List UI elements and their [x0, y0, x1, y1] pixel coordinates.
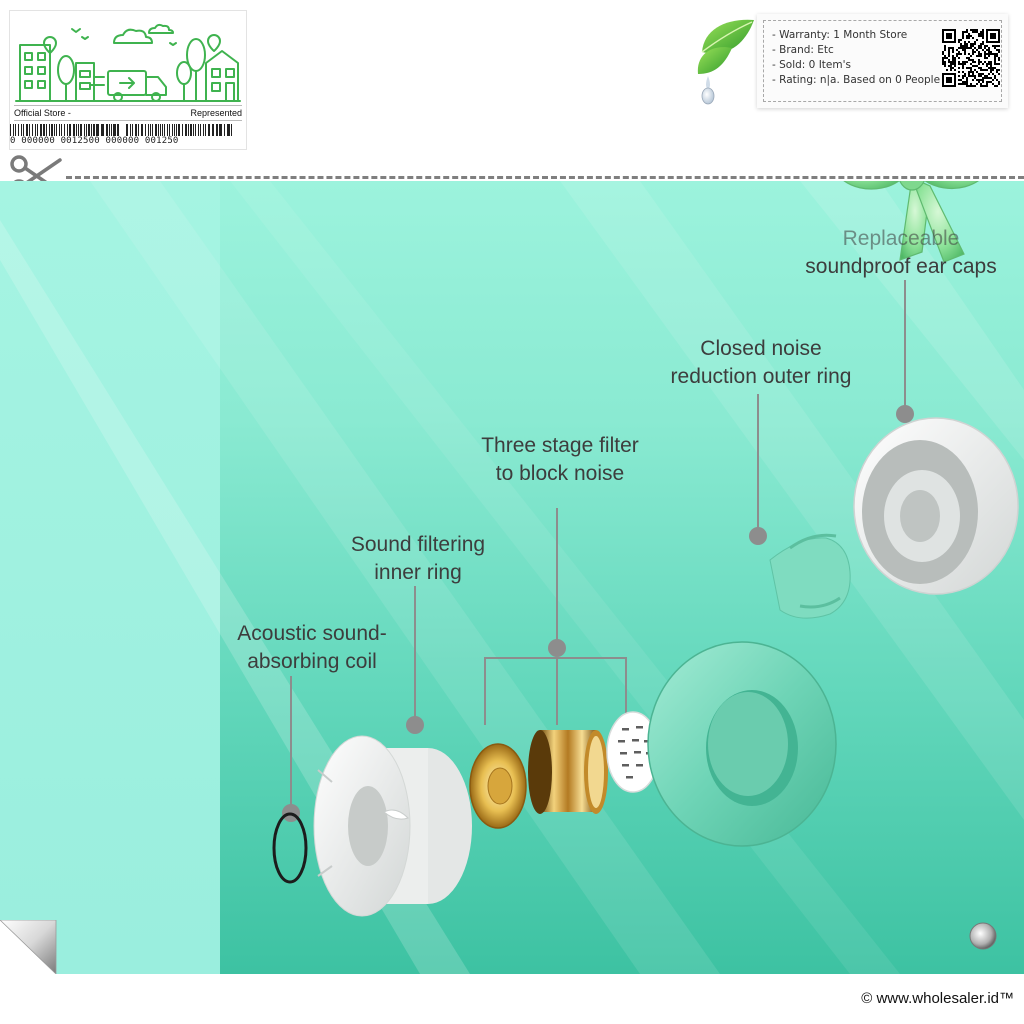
product-info-panel: - Warranty: 1 Month Store - Brand: Etc -…: [757, 14, 1008, 108]
earplug-exploded-diagram: [0, 181, 1024, 974]
copyright-footer: © www.wholesaler.id™: [861, 990, 1014, 1007]
callout-ear-caps-line2: soundproof ear caps: [805, 255, 997, 278]
glass-reflections: [0, 181, 1024, 974]
callout-dots: [282, 405, 914, 822]
represented-label: Represented: [190, 108, 242, 118]
cut-line: [66, 176, 1024, 179]
callout-ear-caps: Replaceable soundproof ear caps: [792, 225, 1010, 281]
leader-lines: [290, 280, 906, 811]
info-panel-border: - Warranty: 1 Month Store - Brand: Etc -…: [763, 20, 1002, 102]
inner-ring: [313, 735, 472, 917]
callout-inner-ring-line2: inner ring: [374, 561, 462, 584]
callout-coil-line1: Acoustic sound-: [237, 622, 387, 645]
barcode-number: 0 000000 0012500 000000 001250: [10, 136, 179, 146]
warranty-text: - Warranty: 1 Month Store: [772, 29, 908, 41]
callout-inner-ring-line1: Sound filtering: [350, 533, 486, 556]
mesh-filter-disc: [606, 711, 660, 793]
rating-text: - Rating: n|a. Based on 0 People: [772, 74, 941, 86]
callout-outer-ring: Closed noise reduction outer ring: [650, 335, 872, 391]
brand-text: - Brand: Etc: [772, 44, 834, 56]
metal-pin-icon: [969, 922, 997, 950]
left-band: [0, 181, 220, 974]
callout-ear-caps-line1: Replaceable: [842, 227, 960, 250]
city-delivery-illustration: [15, 23, 241, 102]
leaf-droplet-icon: [697, 19, 754, 105]
acoustic-coil: [272, 812, 308, 884]
callout-outer-ring-line1: Closed noise: [700, 337, 822, 360]
bow-ribbon: [843, 181, 979, 263]
gold-filter-sleeve: [528, 730, 608, 814]
qr-code: [942, 29, 1000, 87]
store-label-row: Official Store - Represented: [14, 105, 242, 121]
callout-filter-line1: Three stage filter: [481, 434, 639, 457]
info-list: - Warranty: 1 Month Store - Brand: Etc -…: [772, 28, 940, 88]
callout-three-stage-filter: Three stage filter to block noise: [462, 432, 658, 488]
callout-coil-line2: absorbing coil: [247, 650, 377, 673]
callout-inner-ring: Sound filtering inner ring: [330, 531, 506, 587]
sold-text: - Sold: 0 Item's: [772, 59, 851, 71]
barcode: [10, 124, 232, 136]
outer-ring: [647, 533, 851, 847]
callout-outer-ring-line2: reduction outer ring: [670, 365, 852, 388]
official-store-label: Official Store -: [14, 108, 71, 118]
callout-filter-line2: to block noise: [495, 462, 625, 485]
gold-filter-disc: [469, 743, 527, 829]
ear-cap: [853, 417, 1019, 595]
callout-acoustic-coil: Acoustic sound- absorbing coil: [220, 620, 404, 676]
page-curl-icon: [0, 920, 57, 974]
